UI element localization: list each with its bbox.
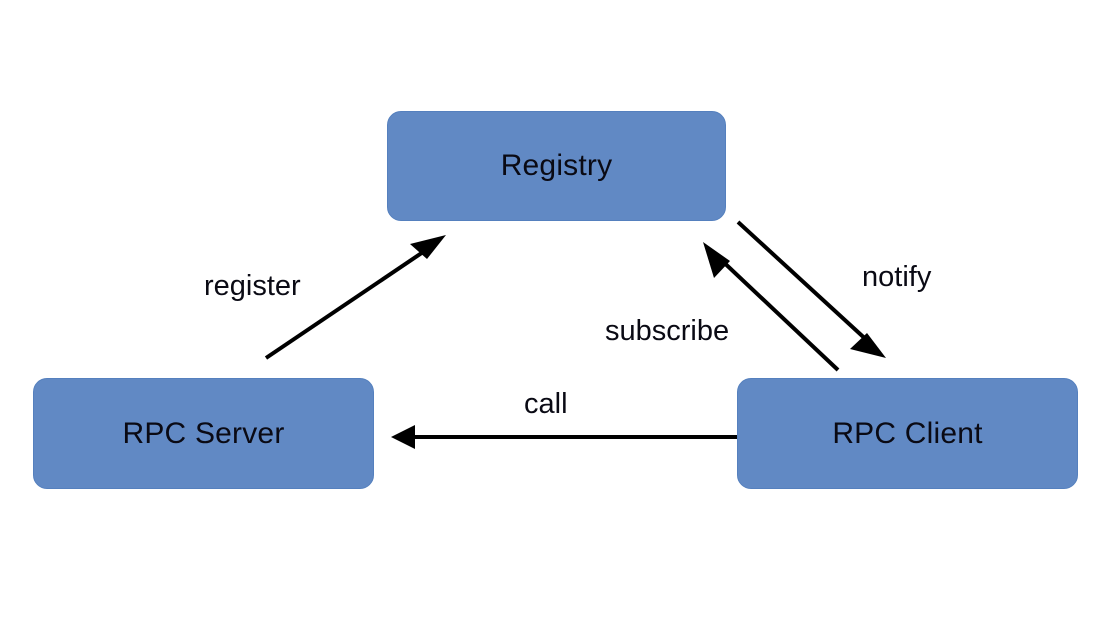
node-rpc-server-label: RPC Server	[122, 416, 285, 450]
edge-subscribe	[703, 242, 840, 372]
edge-register-line	[264, 244, 434, 360]
edge-subscribe-arrowhead	[703, 242, 730, 278]
edge-notify	[736, 220, 886, 358]
edge-notify-line	[736, 220, 873, 346]
node-rpc-client-label: RPC Client	[832, 416, 983, 450]
edge-label-register: register	[204, 270, 301, 302]
edge-label-subscribe: subscribe	[605, 315, 730, 347]
edge-call-arrowhead	[391, 425, 415, 449]
edge-label-notify: notify	[862, 261, 932, 293]
edge-notify-arrowhead	[850, 333, 886, 358]
edge-subscribe-line	[715, 254, 840, 372]
node-rpc-server[interactable]: RPC Server	[33, 378, 374, 489]
node-rpc-client[interactable]: RPC Client	[737, 378, 1078, 489]
edge-register	[264, 235, 446, 360]
edge-label-call: call	[524, 388, 568, 420]
edge-call	[391, 425, 737, 449]
node-registry[interactable]: Registry	[387, 111, 726, 221]
edge-register-arrowhead	[410, 235, 446, 259]
node-registry-label: Registry	[500, 149, 613, 182]
